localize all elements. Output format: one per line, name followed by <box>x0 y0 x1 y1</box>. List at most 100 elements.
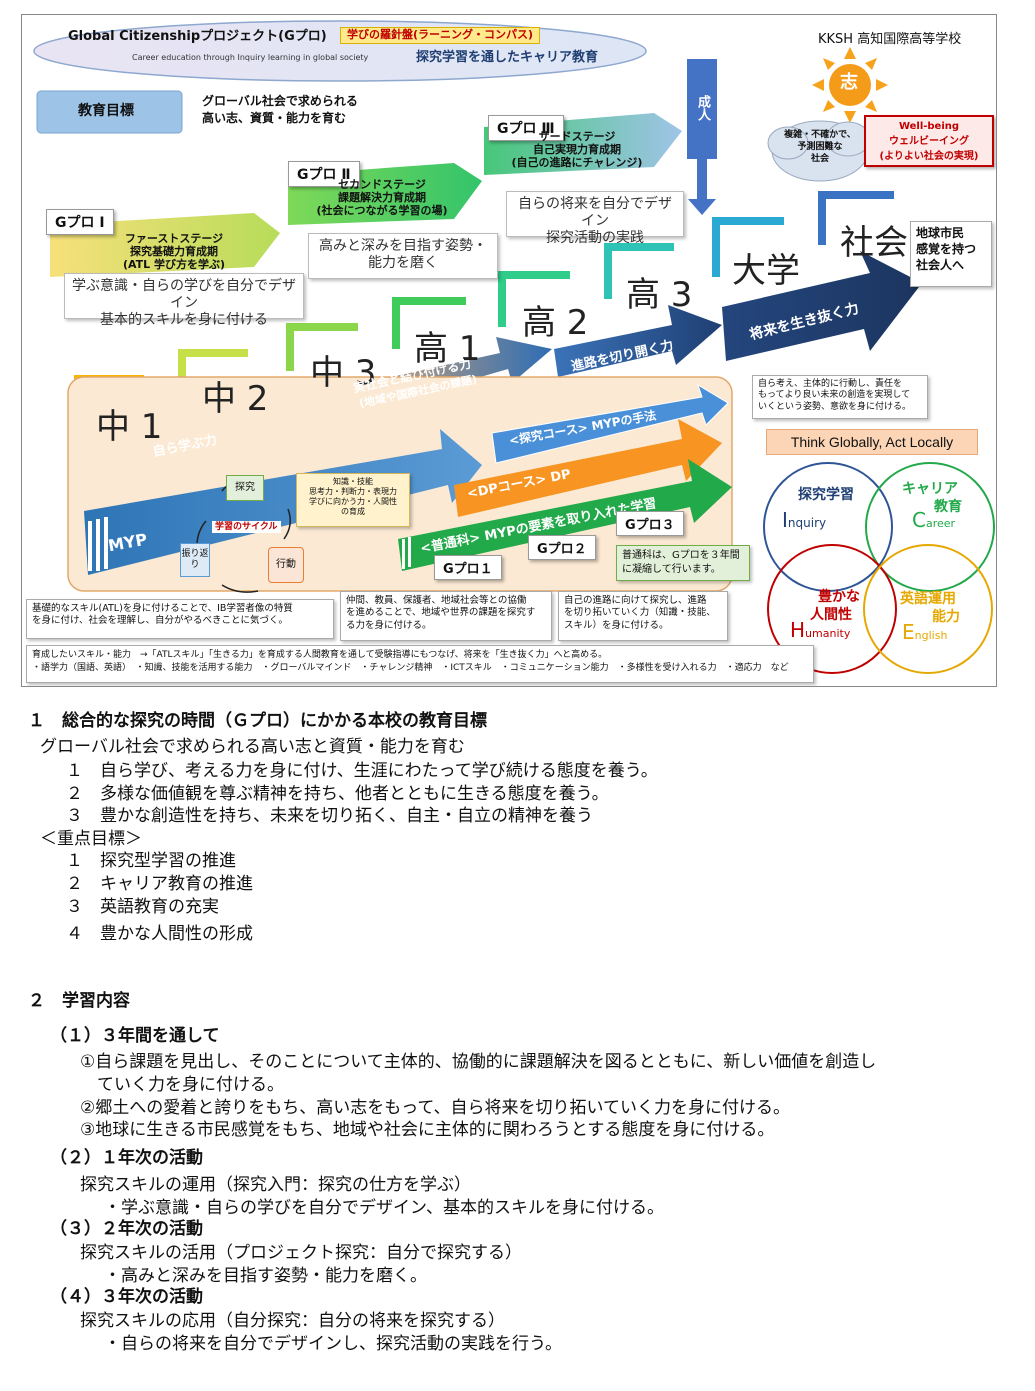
cycle-center: 学習のサイクル <box>212 521 281 534</box>
venn-career-cap: C <box>912 508 926 532</box>
venn-circle-career <box>865 462 995 592</box>
dp-course-arrow <box>454 419 722 517</box>
g3-stage-2: 自己実現力育成期 <box>533 143 621 156</box>
g1-desc-1: 学ぶ意識・自らの学びを自分でデザイン <box>72 278 296 311</box>
cycle-inquiry: 探究 <box>226 475 264 501</box>
s2-p2-line-1: 探究スキルの運用（探究入門：探究の仕方を学ぶ） <box>80 1175 471 1195</box>
s1-focus-2: ２ キャリア教育の推進 <box>66 874 253 894</box>
venn-inquiry-en: Inquiry <box>782 509 826 532</box>
step-hs3: 高 3 <box>626 275 693 315</box>
wellbeing-en: Well-being <box>898 121 960 132</box>
bottom-box-3-line-2: を切り拓いていく力（知識・技能、 <box>564 607 716 619</box>
s2-title: ２ 学習内容 <box>28 991 130 1011</box>
step-university: 大学 <box>732 251 800 291</box>
s2-p4-title: （４）３年次の活動 <box>50 1287 203 1307</box>
g2-desc-2: 能力を磨く <box>368 254 438 271</box>
gp3-tag: Gプロ３ <box>616 511 684 536</box>
goal-text-2: 高い志、資質・能力を育む <box>202 111 347 125</box>
bottom-box-3: 自己の進路に向けて探究し、進路 を切り拓いていく力（知識・技能、 スキル）を身に… <box>558 591 728 641</box>
wellbeing-jp: ウェルビーイング <box>889 136 969 147</box>
s1-item-3: ３ 豊かな創造性を持ち、未来を切り拓く、自主・自立の精神を養う <box>66 806 593 826</box>
s1-item-1: １ 自ら学び、考える力を身に付け、生涯にわたって学び続ける態度を養う。 <box>66 761 658 781</box>
venn-english-rest: nglish <box>914 629 948 642</box>
g2-desc-1: 高みと深みを目指す姿勢・ <box>319 238 487 254</box>
s2-p1-line-2: ていく力を身に付ける。 <box>80 1075 284 1095</box>
g1-tag: Gプロ Ⅰ <box>46 209 114 235</box>
venn-inquiry-label: 探究学習 <box>798 487 854 503</box>
future-desc-2: もってより良い未来の創造を実現して <box>758 390 911 401</box>
cloud-text-3: 社会 <box>810 154 829 164</box>
arrow-future <box>722 251 922 361</box>
knowledge-2: 思考力・判断力・表現力 <box>309 487 397 496</box>
s2-p2-title: （２）１年次の活動 <box>50 1148 203 1168</box>
cycle-reflection: 振り返り <box>180 543 210 577</box>
s1-focus-4: ４ 豊かな人間性の形成 <box>66 924 253 944</box>
g1-stage-1: ファーストステージ <box>124 232 224 245</box>
venn-humanity-rest: umanity <box>805 627 851 640</box>
footer-line-2: ・語学力（国語、英語） ・知識、技能を活用する能力 ・グローバルマインド ・チャ… <box>32 662 789 673</box>
g3-tag: Gプロ Ⅲ <box>488 115 564 141</box>
venn-humanity-label-2: 人間性 <box>810 607 852 623</box>
g2-tag: Gプロ Ⅱ <box>288 161 360 187</box>
step-jh3: 中 3 <box>310 353 377 393</box>
venn-humanity-cap: H <box>790 618 806 642</box>
s2-p1-line-4: ③地球に生きる市民感覚をもち、地域や社会に主体的に関わろうとする態度を身に付ける… <box>80 1120 775 1140</box>
bottom-box-2-line-2: を進めることで、地域や世界の課題を探究す <box>346 607 536 619</box>
step-hs2: 高 2 <box>522 303 589 343</box>
footer-line-1: 育成したいスキル・能力 →「ATLスキル」「生きる力」を育成する人間教育を通して… <box>32 650 608 660</box>
g3-desc-2: 探究活動の実践 <box>546 229 644 246</box>
venn-english-label-2: 能力 <box>932 609 960 625</box>
s2-p3-line-1: 探究スキルの活用（プロジェクト探究：自分で探究する） <box>80 1243 522 1263</box>
venn-english-label-1: 英語運用 <box>900 591 956 607</box>
venn-english-cap: E <box>902 620 915 644</box>
inquiry-course-arrow <box>491 383 729 464</box>
cloud-text-1: 複雑・不確かで、 <box>784 130 856 140</box>
g3-desc-box: 自らの将来を自分でデザイン 探究活動の実践 <box>506 191 684 246</box>
goal-text-1: グローバル社会で求められる <box>202 94 358 108</box>
s1-focus-1: １ 探究型学習の推進 <box>66 851 236 871</box>
s2-p4-line-1: 探究スキルの応用（自分探究：自分の将来を探究する） <box>80 1311 505 1331</box>
goal-label-box <box>36 90 183 134</box>
general-note-box: 普通科は、Gプロを３年間 に凝縮して行います。 <box>616 545 750 581</box>
sun-icon <box>812 47 888 123</box>
cloud-shape <box>767 120 871 182</box>
venn-career-rest: areer <box>925 517 956 530</box>
bottom-box-2-line-3: る力を身に付ける。 <box>346 619 432 631</box>
bottom-box-1-line-1: 基礎的なスキル(ATL)を身に付けることで、IB学習者像の特質 <box>32 603 293 614</box>
step-hs1: 高 1 <box>414 329 481 369</box>
future-desc-3: いくという姿勢、意欲を身に付ける。 <box>758 401 912 412</box>
g1-desc-box: 学ぶ意識・自らの学びを自分でデザイン 基本的スキルを身に付ける <box>64 273 304 328</box>
venn-career-en: Career <box>912 509 955 532</box>
future-desc-box: 自ら考え、主体的に行動し、責任を もってより良い未来の創造を実現して いくという… <box>752 375 928 419</box>
bottom-box-3-line-3: スキル）を身に付ける。 <box>564 619 669 631</box>
venn-circle-humanity <box>767 544 897 674</box>
knowledge-box: 知識・技能 思考力・判断力・表現力 学びに向かう力・人間性 の育成 <box>296 473 410 527</box>
venn-circle-inquiry <box>763 462 893 592</box>
s1-focus-3: ３ 英語教育の充実 <box>66 897 219 917</box>
bottom-box-1-line-2: を身に付け、社会を理解し、自分がやるべきことに気づく。 <box>32 615 289 627</box>
venn-circle-english <box>863 544 993 674</box>
bottom-box-3-line-1: 自己の進路に向けて探究し、進路 <box>564 595 707 606</box>
society-label-3: 社会人へ <box>916 258 965 273</box>
g3-desc-1: 自らの将来を自分でデザイン <box>518 196 672 229</box>
myp-arrow <box>84 429 482 575</box>
venn-career-label-1: キャリア <box>902 481 958 497</box>
knowledge-4: の育成 <box>341 507 365 516</box>
sun-character: 志 <box>840 72 858 93</box>
g3-stage-1: サードステージ <box>538 130 616 143</box>
venn-diagram <box>763 462 995 674</box>
education-diagram: Global Citizenshipプロジェクト(Gプロ) 学びの羅針盤(ラーニ… <box>21 14 997 687</box>
wellbeing-desc: (よりよい社会の実現) <box>879 151 979 162</box>
step-jh1: 中 1 <box>96 407 163 447</box>
venn-career-label-2: 教育 <box>934 499 962 515</box>
general-course-arrow <box>398 459 732 571</box>
bottom-box-2-line-1: 仲間、教員、保護者、地域社会等との協働 <box>346 595 527 606</box>
g2-stage-3: (社会につながる学習の場) <box>316 204 448 217</box>
header-badge: 学びの羅針盤(ラーニング・コンパス) <box>340 27 541 44</box>
goal-label: 教育目標 <box>78 103 134 119</box>
venn-humanity-en: Humanity <box>790 619 850 642</box>
step-jh2: 中 2 <box>202 379 269 419</box>
g1-stage-3: (ATL 学び方を学ぶ) <box>122 258 226 271</box>
s2-p1-line-1: ①自ら課題を見出し、そのことについて主体的、協働的に課題解決を図るとともに、新し… <box>80 1052 877 1072</box>
footer-box: 育成したいスキル・能力 →「ATLスキル」「生きる力」を育成する人間教育を通して… <box>26 645 814 683</box>
